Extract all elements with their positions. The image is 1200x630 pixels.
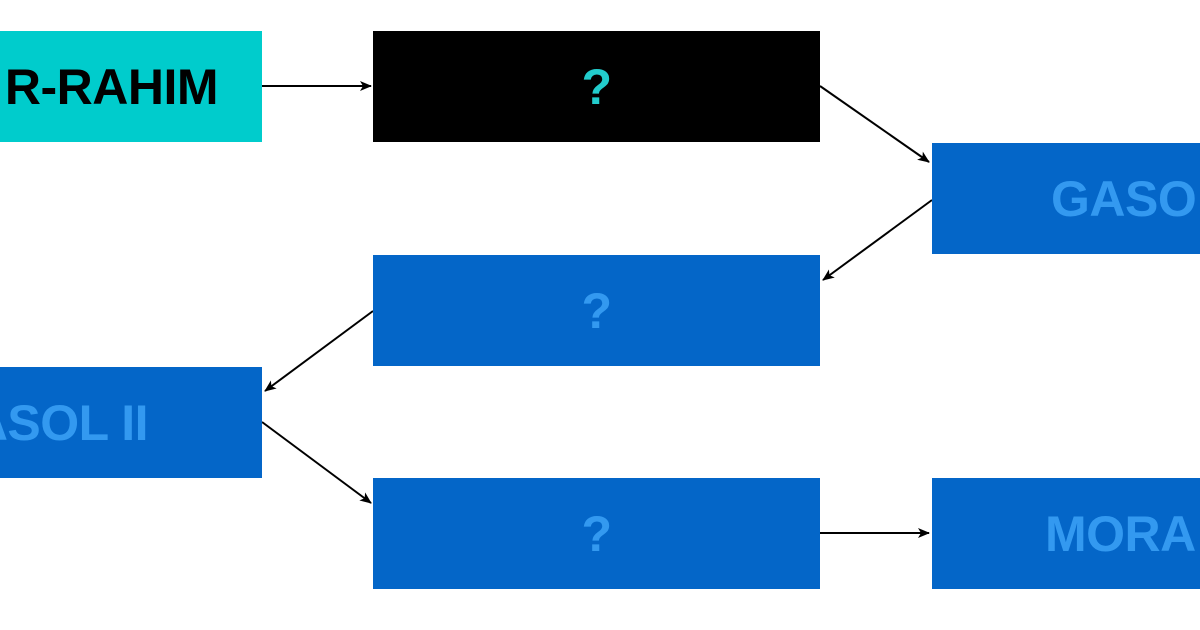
- node-unknown-3-label: ?: [581, 505, 612, 562]
- node-mora-label: MORA: [1045, 505, 1196, 562]
- node-unknown-2: ?: [373, 255, 820, 366]
- node-unknown-1-label: ?: [581, 58, 612, 115]
- edge-n2-n3: [819, 85, 930, 163]
- edge-n3-n4: [822, 199, 933, 281]
- node-r-rahim-label: R-RAHIM: [4, 58, 219, 115]
- node-gaso: GASO: [932, 143, 1200, 254]
- node-unknown-3: ?: [373, 478, 820, 589]
- node-unknown-1: ?: [373, 31, 820, 142]
- node-unknown-2-label: ?: [581, 282, 612, 339]
- node-mora: MORA: [932, 478, 1200, 589]
- node-r-rahim: R-RAHIM: [0, 31, 262, 142]
- node-gaso-label: GASO: [1051, 170, 1197, 227]
- edge-n5-n6: [261, 421, 372, 504]
- node-asol-ii-label: ASOL II: [0, 394, 149, 451]
- node-asol-ii: ASOL II: [0, 367, 262, 478]
- edge-n4-n5: [264, 310, 374, 392]
